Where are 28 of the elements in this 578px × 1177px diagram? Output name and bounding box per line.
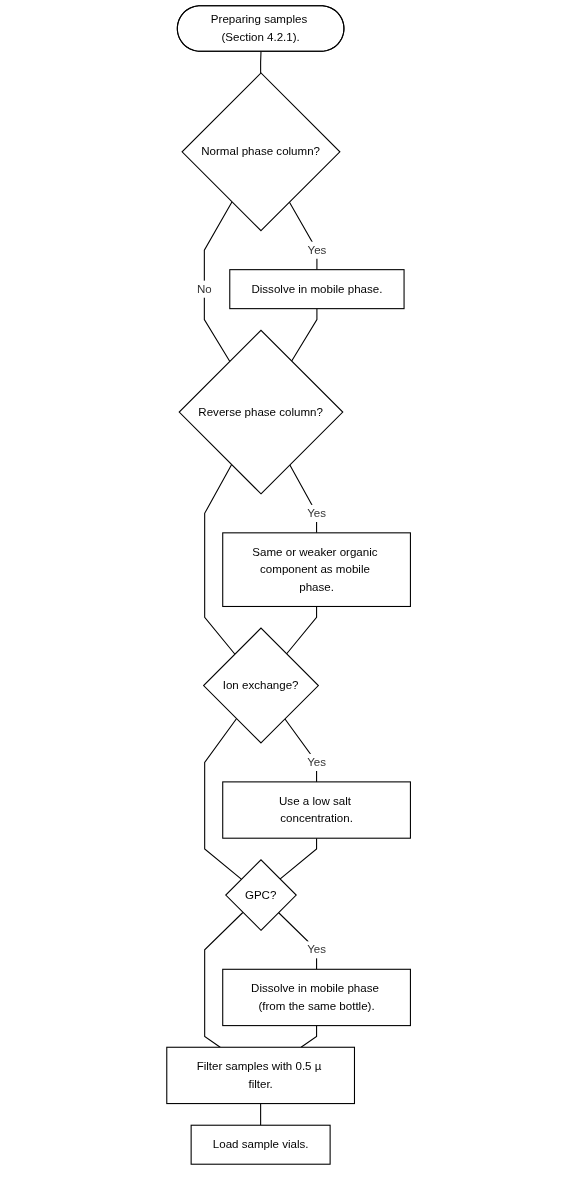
connector	[204, 201, 233, 362]
node-box: Dissolve in mobile phase (from the same bottle).	[222, 968, 412, 1027]
node-diamond: Normal phase column?	[181, 72, 342, 232]
connector	[291, 308, 318, 362]
connector	[204, 464, 236, 655]
node-box: Dissolve in mobile phase.	[229, 269, 405, 310]
edge-label: Yes	[307, 506, 327, 520]
connector	[260, 51, 262, 74]
node-box: Same or weaker organic component as mobile phase.	[222, 532, 412, 607]
connector	[204, 911, 244, 1048]
connector	[260, 1103, 262, 1126]
edge-label: Yes	[307, 943, 327, 956]
edge-label: No	[197, 282, 213, 295]
edge-label: Yes	[307, 243, 327, 256]
connector	[289, 464, 318, 534]
connector	[279, 837, 318, 880]
edge-label: Yes	[307, 755, 327, 769]
node-box: Use a low salt concentration.	[222, 781, 412, 839]
node-box: Load sample vials.	[191, 1124, 332, 1165]
connector	[204, 718, 243, 880]
connector	[289, 201, 318, 271]
node-diamond: GPC?	[225, 859, 298, 932]
node-diamond: Ion exchange?	[203, 627, 320, 744]
connector	[300, 1025, 318, 1048]
connector	[284, 718, 318, 783]
connector	[286, 605, 318, 655]
node-box: Filter samples with 0.5 µ filter.	[166, 1046, 356, 1105]
node-diamond: Reverse phase column?	[178, 329, 344, 495]
